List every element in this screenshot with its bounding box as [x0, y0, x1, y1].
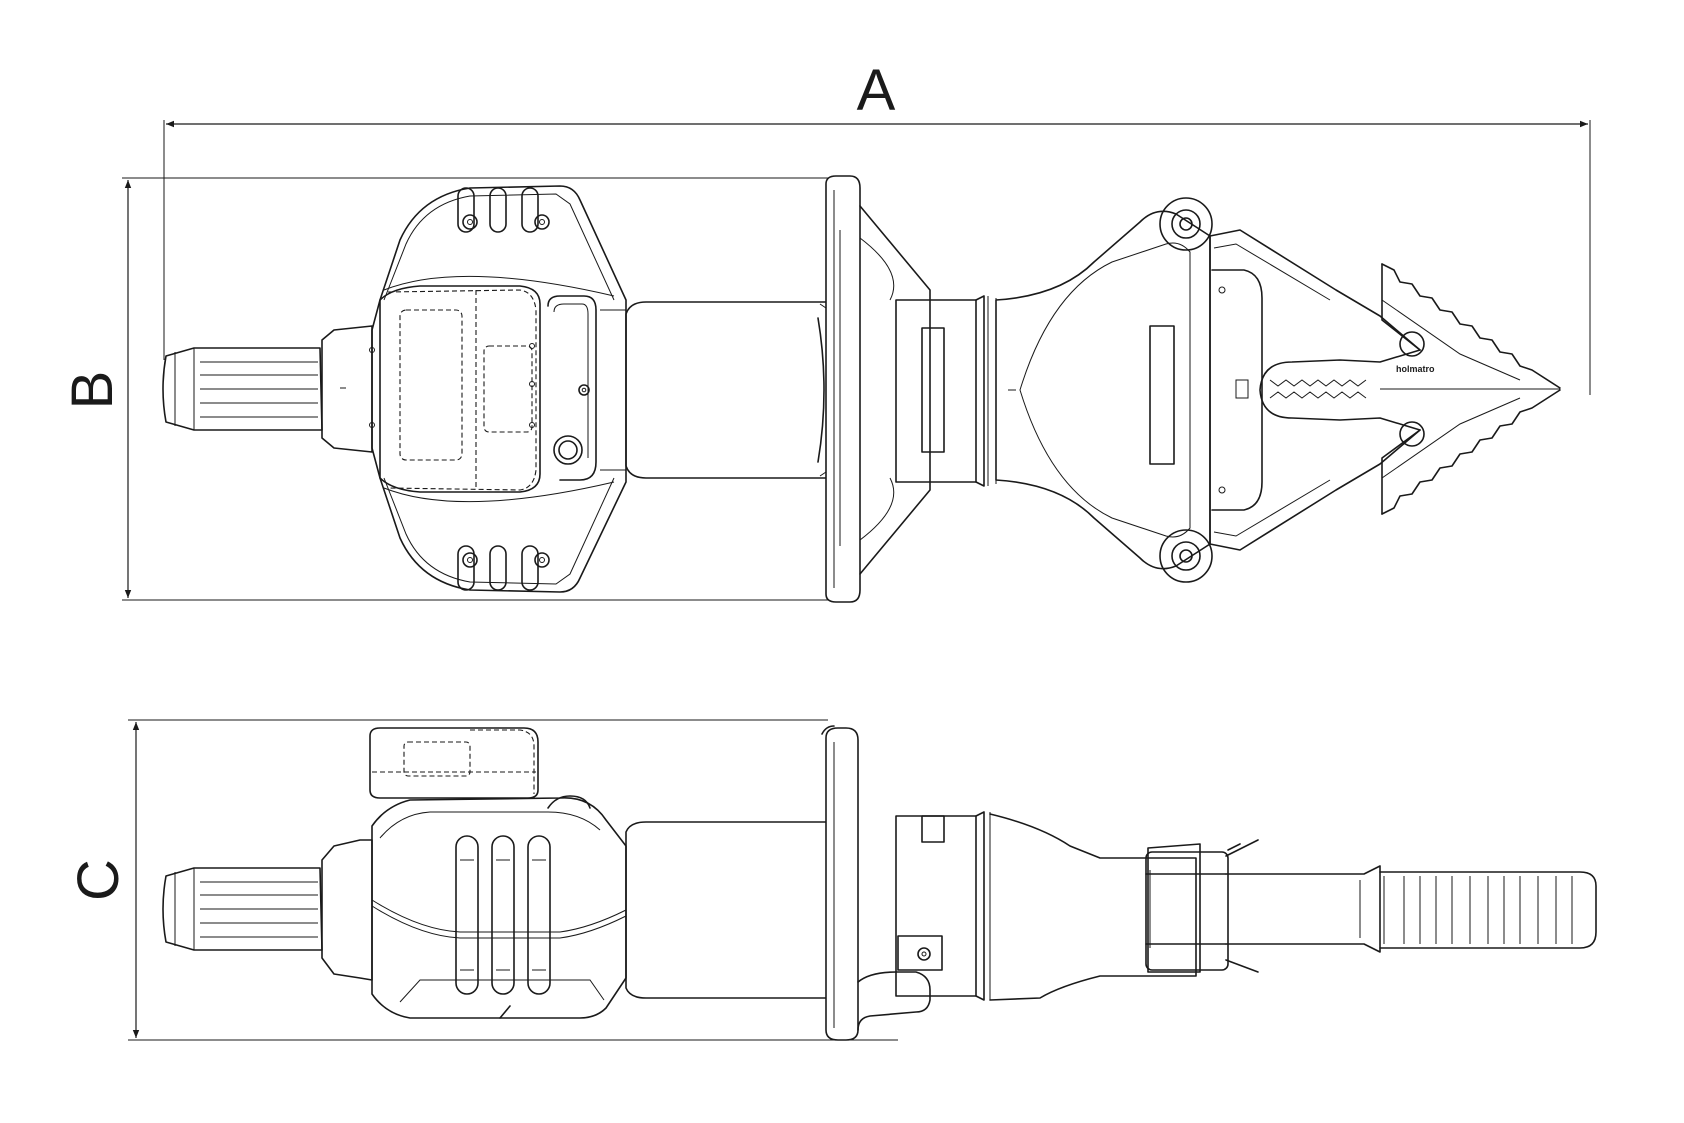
- hose-coupling-top: [162, 325, 373, 453]
- dimension-b-label: B: [60, 371, 125, 410]
- dimension-a: A: [163, 58, 1591, 395]
- dimension-c: C: [66, 719, 898, 1041]
- hose-coupling-side: [162, 839, 373, 981]
- control-handle-top: [369, 185, 627, 593]
- carrying-handle-top: [825, 175, 931, 603]
- dimension-b: B: [60, 177, 828, 601]
- cylinder-side: [625, 821, 829, 999]
- collar-top: [895, 295, 997, 487]
- spreader-arms-top: holmatro: [1209, 229, 1561, 551]
- tool-head-side: [1145, 839, 1597, 973]
- dimension-a-label: A: [857, 58, 896, 123]
- battery-pack-side: [369, 727, 539, 799]
- collar-side: [895, 811, 1197, 1001]
- top-view: holmatro: [162, 175, 1561, 603]
- cylinder-top: [625, 301, 833, 479]
- tool-head-top: [995, 197, 1213, 583]
- dimension-c-label: C: [66, 859, 131, 901]
- side-view: [162, 725, 1597, 1041]
- carrying-handle-side: [821, 725, 931, 1041]
- brand-mark: holmatro: [1396, 364, 1435, 374]
- control-handle-side: [371, 795, 627, 1019]
